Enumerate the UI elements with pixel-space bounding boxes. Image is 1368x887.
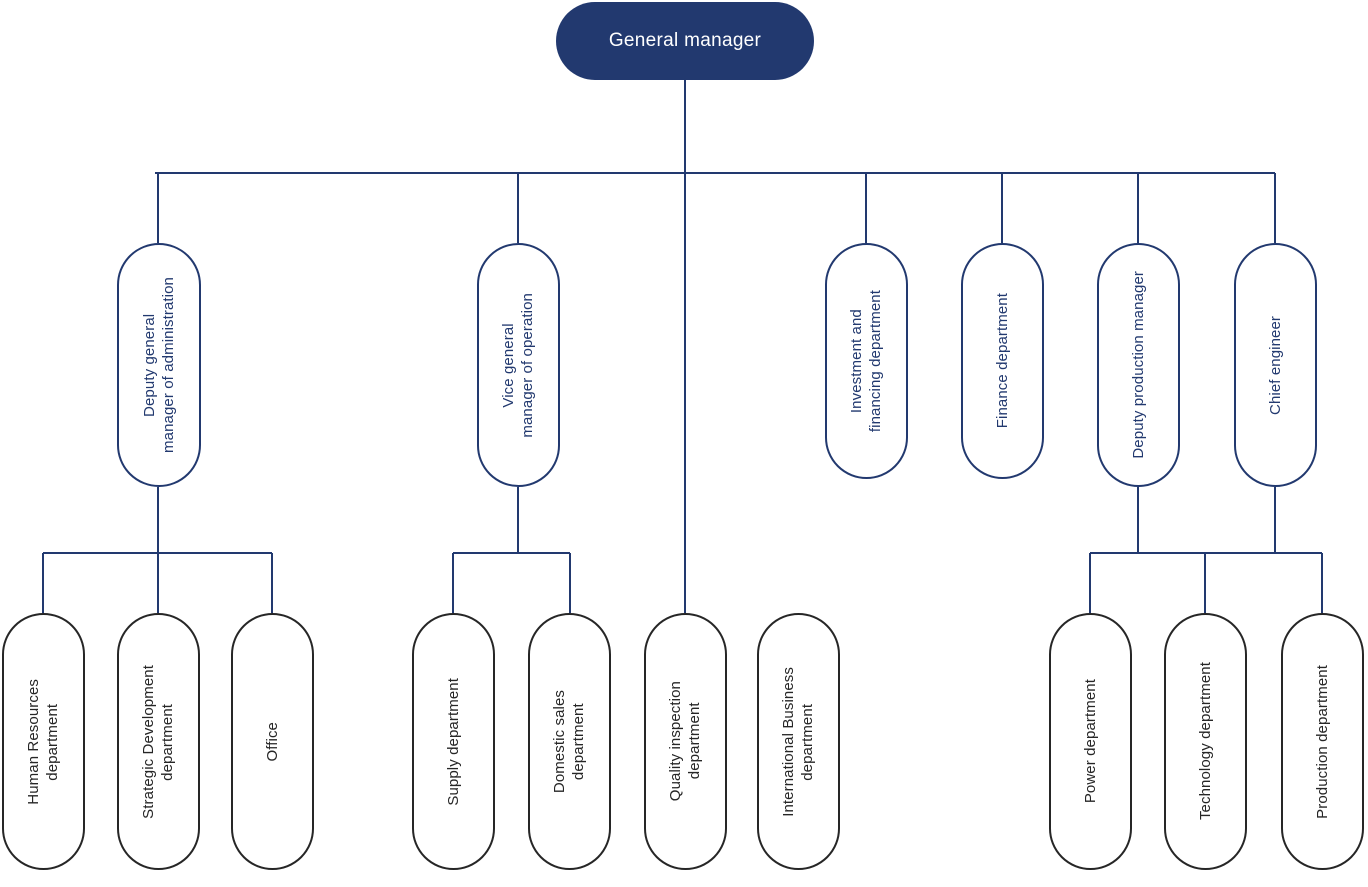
node-label-deputy-production-manager: Deputy production manager bbox=[1129, 271, 1147, 459]
node-supply-department[interactable]: Supply department bbox=[412, 613, 495, 870]
node-general-manager[interactable]: General manager bbox=[556, 2, 814, 80]
node-shape bbox=[117, 613, 200, 870]
node-vice-general-manager-operation[interactable]: Vice general manager of operation bbox=[477, 243, 560, 487]
node-label-strategic-development-department: Strategic Development department bbox=[140, 664, 177, 819]
node-label-investment-financing-department: Investment and financing department bbox=[848, 289, 885, 433]
node-domestic-sales-department[interactable]: Domestic sales department bbox=[528, 613, 611, 870]
node-label-production-department: Production department bbox=[1313, 664, 1331, 819]
node-shape bbox=[1281, 613, 1364, 870]
node-deputy-general-manager-administration[interactable]: Deputy general manager of administration bbox=[117, 243, 201, 487]
node-chief-engineer[interactable]: Chief engineer bbox=[1234, 243, 1317, 487]
node-shape bbox=[1164, 613, 1247, 870]
node-production-department[interactable]: Production department bbox=[1281, 613, 1364, 870]
node-label-international-business-department: International Business department bbox=[780, 666, 817, 817]
node-label-domestic-sales-department: Domestic sales department bbox=[551, 689, 588, 794]
node-shape bbox=[757, 613, 840, 870]
node-label-chief-engineer: Chief engineer bbox=[1266, 315, 1284, 415]
node-label-vice-general-manager-operation: Vice general manager of operation bbox=[500, 292, 537, 438]
node-shape bbox=[412, 613, 495, 870]
node-shape bbox=[1049, 613, 1132, 870]
node-label-human-resources-department: Human Resources department bbox=[25, 678, 62, 805]
node-investment-financing-department[interactable]: Investment and financing department bbox=[825, 243, 908, 479]
node-label-general-manager: General manager bbox=[608, 29, 762, 51]
node-label-power-department: Power department bbox=[1081, 679, 1099, 804]
node-international-business-department[interactable]: International Business department bbox=[757, 613, 840, 870]
node-shape bbox=[644, 613, 727, 870]
node-quality-inspection-department[interactable]: Quality inspection department bbox=[644, 613, 727, 870]
node-shape bbox=[231, 613, 314, 870]
node-shape bbox=[556, 2, 814, 80]
node-label-supply-department: Supply department bbox=[444, 677, 462, 806]
node-label-office: Office bbox=[263, 721, 281, 762]
node-shape bbox=[1234, 243, 1317, 487]
node-shape bbox=[1097, 243, 1180, 487]
node-technology-department[interactable]: Technology department bbox=[1164, 613, 1247, 870]
node-office[interactable]: Office bbox=[231, 613, 314, 870]
node-strategic-development-department[interactable]: Strategic Development department bbox=[117, 613, 200, 870]
node-shape bbox=[477, 243, 560, 487]
node-label-deputy-general-manager-administration: Deputy general manager of administration bbox=[140, 277, 177, 453]
node-finance-department[interactable]: Finance department bbox=[961, 243, 1044, 479]
node-power-department[interactable]: Power department bbox=[1049, 613, 1132, 870]
node-shape bbox=[961, 243, 1044, 479]
node-deputy-production-manager[interactable]: Deputy production manager bbox=[1097, 243, 1180, 487]
node-label-quality-inspection-department: Quality inspection department bbox=[667, 681, 704, 802]
node-shape bbox=[117, 243, 201, 487]
node-shape bbox=[2, 613, 85, 870]
node-shape bbox=[528, 613, 611, 870]
node-label-finance-department: Finance department bbox=[993, 293, 1011, 429]
node-human-resources-department[interactable]: Human Resources department bbox=[2, 613, 85, 870]
node-label-technology-department: Technology department bbox=[1196, 662, 1214, 821]
node-shape bbox=[825, 243, 908, 479]
